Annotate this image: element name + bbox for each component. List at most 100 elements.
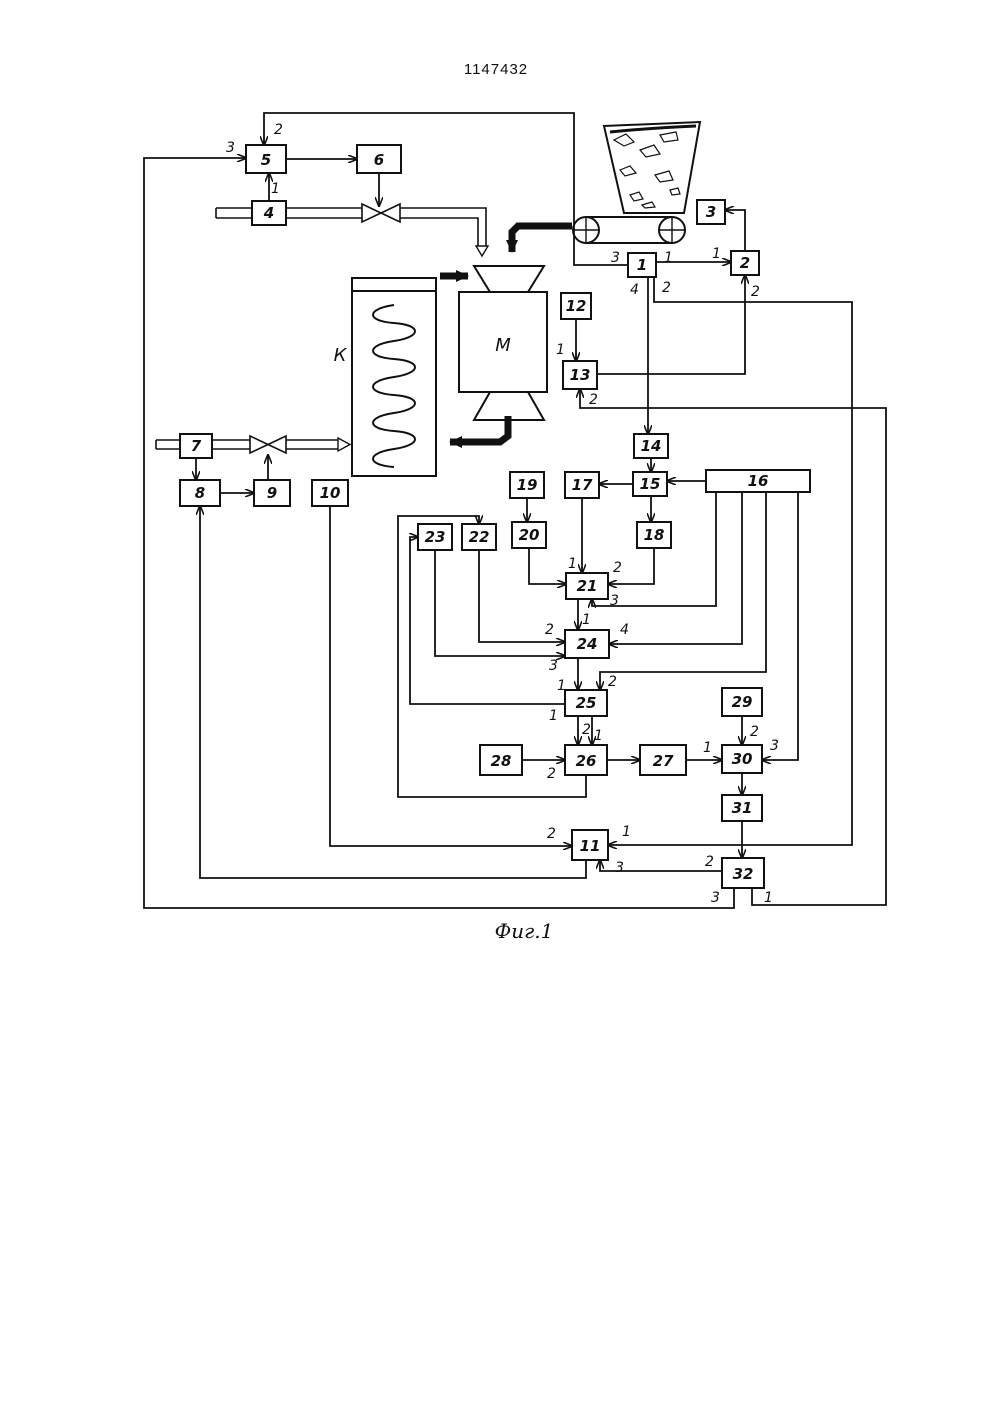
block-9: 9	[254, 480, 290, 506]
port-label: 1	[764, 890, 773, 906]
block-11: 11	[572, 830, 608, 860]
block-17-label: 17	[572, 476, 593, 494]
block-28-label: 28	[491, 752, 512, 770]
port-label: 1	[556, 342, 565, 358]
port-label: 2	[662, 280, 671, 296]
block-19: 19	[510, 472, 544, 498]
block-30: 30	[722, 745, 762, 773]
block-15: 15	[633, 472, 667, 496]
block-5-label: 5	[261, 151, 271, 169]
port-label: 3	[711, 890, 720, 906]
belt-conveyor	[573, 217, 685, 243]
port-label: 2	[274, 122, 283, 138]
port-label: 3	[226, 140, 235, 156]
block-6: 6	[357, 145, 401, 173]
port-label: 3	[770, 738, 779, 754]
coal-hopper	[604, 122, 700, 213]
port-label: 1	[712, 246, 721, 262]
block-18-label: 18	[644, 526, 665, 544]
port-label: 2	[608, 674, 617, 690]
block-1-label: 1	[637, 256, 647, 274]
block-12: 12	[561, 293, 591, 319]
block-23: 23	[418, 524, 452, 550]
block-22-label: 22	[469, 528, 490, 546]
port-numbers: 3 2 1 3 1 4 2 1 2 1 2 1 2 3 1 2 4 3 1 2 …	[226, 122, 779, 906]
port-label: 2	[547, 766, 556, 782]
port-label: 1	[271, 181, 280, 197]
boiler: К	[334, 278, 436, 476]
block-22: 22	[462, 524, 496, 550]
mill: М	[459, 266, 547, 420]
boiler-label: К	[334, 345, 348, 366]
port-label: 2	[750, 724, 759, 740]
block-13: 13	[563, 361, 597, 389]
block-4-label: 4	[263, 204, 274, 222]
block-25: 25	[565, 690, 607, 716]
block-26-label: 26	[576, 752, 597, 770]
port-label: 2	[613, 560, 622, 576]
block-27: 27	[640, 745, 686, 775]
port-label: 3	[610, 593, 619, 609]
block-32: 32	[722, 858, 764, 888]
port-label: 1	[557, 678, 566, 694]
block-32-label: 32	[733, 865, 754, 883]
block-24: 24	[565, 630, 609, 658]
block-1: 1	[628, 253, 656, 277]
port-label: 2	[545, 622, 554, 638]
block-3: 3	[697, 200, 725, 224]
mill-label: М	[495, 335, 511, 356]
block-9-label: 9	[267, 484, 277, 502]
block-14-label: 14	[641, 437, 662, 455]
block-15-label: 15	[640, 475, 661, 493]
coal-feed-flow	[512, 226, 572, 252]
port-label: 4	[620, 622, 629, 638]
block-25-label: 25	[576, 694, 597, 712]
block-8-label: 8	[195, 484, 205, 502]
document-number: 1147432	[464, 61, 528, 78]
block-20: 20	[512, 522, 546, 548]
port-label: 3	[549, 658, 558, 674]
block-30-label: 30	[732, 750, 753, 768]
block-21-label: 21	[577, 577, 598, 595]
port-label: 2	[582, 722, 591, 738]
block-2: 2	[731, 251, 759, 275]
port-label: 3	[611, 250, 620, 266]
block-18: 18	[637, 522, 671, 548]
port-label: 4	[630, 282, 639, 298]
port-label: 2	[547, 826, 556, 842]
figure-caption: Фиг.1	[495, 919, 554, 943]
block-27-label: 27	[653, 752, 674, 770]
port-label: 1	[664, 250, 673, 266]
block-10: 10	[312, 480, 348, 506]
port-label: 1	[703, 740, 712, 756]
block-29: 29	[722, 688, 762, 716]
block-14: 14	[634, 434, 668, 458]
block-8: 8	[180, 480, 220, 506]
port-label: 2	[705, 854, 714, 870]
block-16: 16	[706, 470, 810, 492]
block-2-label: 2	[740, 254, 750, 272]
block-5: 5	[246, 145, 286, 173]
block-24-label: 24	[577, 635, 598, 653]
block-31-label: 31	[732, 799, 753, 817]
block-3-label: 3	[706, 203, 716, 221]
block-12-label: 12	[566, 297, 587, 315]
block-28: 28	[480, 745, 522, 775]
block-20-label: 20	[519, 526, 540, 544]
block-21: 21	[566, 573, 608, 599]
block-6-label: 6	[374, 151, 384, 169]
port-label: 1	[594, 728, 603, 744]
port-label: 2	[589, 392, 598, 408]
port-label: 1	[568, 556, 577, 572]
block-4: 4	[252, 201, 286, 225]
port-label: 1	[582, 612, 591, 628]
port-label: 1	[622, 824, 631, 840]
block-19-label: 19	[517, 476, 538, 494]
block-23-label: 23	[425, 528, 446, 546]
block-29-label: 29	[732, 693, 753, 711]
block-26: 26	[565, 745, 607, 775]
block-7: 7	[180, 434, 212, 458]
block-13-label: 13	[570, 366, 591, 384]
block-10-label: 10	[320, 484, 341, 502]
